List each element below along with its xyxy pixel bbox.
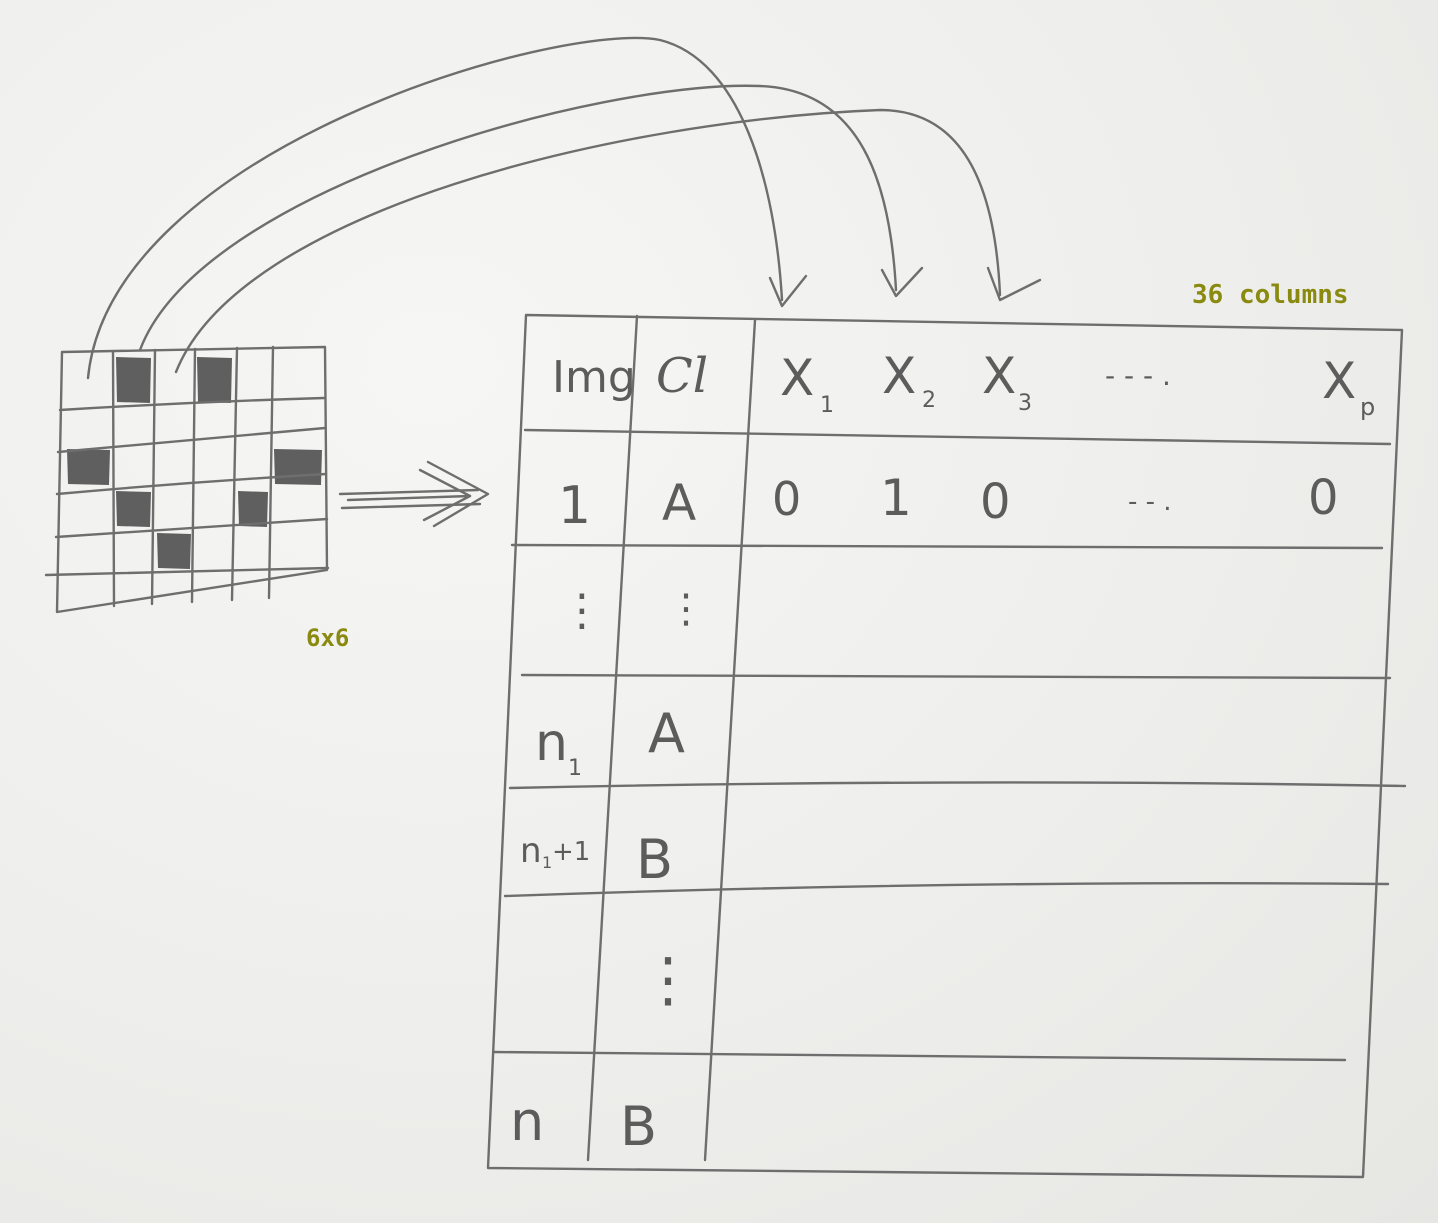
- row-last-class: B: [620, 1095, 657, 1158]
- header-x2-subscript: 2: [922, 388, 936, 413]
- header-x1-subscript: 1: [820, 393, 834, 418]
- header-x2: X: [882, 347, 916, 405]
- table-row-n1: n 1 A: [535, 702, 685, 781]
- grid-hline: [55, 472, 328, 496]
- grid-vline: [190, 347, 197, 604]
- row-first-x1: 0: [772, 472, 801, 526]
- row-last-img: n: [510, 1090, 544, 1153]
- mapping-arrows: [86, 36, 1042, 380]
- grid-hline: [54, 517, 329, 539]
- table-row-separator: [523, 428, 1392, 446]
- pixel-grid: [44, 345, 330, 614]
- row-n1-img: n: [535, 713, 568, 773]
- table-col-separator: [703, 318, 757, 1162]
- table-col-separator: [586, 314, 639, 1162]
- table-row-dots: ⋮ ⋮: [560, 585, 706, 636]
- header-xp: X: [1322, 352, 1356, 410]
- grid-vline: [267, 345, 275, 600]
- row-n1-img-subscript: 1: [568, 756, 582, 781]
- header-xp-subscript: p: [1360, 393, 1375, 421]
- table-outline: [486, 313, 1404, 1179]
- grid-size-label: 6x6: [306, 624, 349, 652]
- double-arrow-head: [418, 460, 490, 528]
- row-dots2-class: ⋮: [638, 945, 698, 1015]
- grid-vline: [150, 348, 157, 606]
- row-n1-class: A: [648, 702, 685, 765]
- grid-shaded-cell: [197, 357, 232, 403]
- grid-shaded-cell: [274, 449, 322, 485]
- row-dots-class: ⋮: [666, 586, 706, 632]
- row-first-x2: 1: [880, 469, 912, 527]
- header-x1: X: [780, 349, 814, 407]
- row-n1p1-img: n: [520, 831, 542, 871]
- table-row-separator: [510, 543, 1384, 550]
- grid-shaded-cell: [67, 449, 110, 485]
- table-row-separator: [508, 781, 1407, 790]
- grid-shaded-cell: [116, 491, 151, 527]
- header-ellipsis: - - - .: [1105, 359, 1171, 392]
- data-table: [486, 313, 1407, 1179]
- table-header-row: Img Cl X 1 X 2 X 3 - - - . X p: [552, 347, 1375, 421]
- row-first-class: A: [662, 474, 696, 532]
- grid-hline: [44, 566, 330, 577]
- arrow-to-x2: [138, 84, 898, 352]
- arrow-head-x2: [880, 266, 924, 298]
- row-first-img: 1: [558, 476, 591, 536]
- table-row-last: n B: [510, 1090, 657, 1158]
- row-first-x3: 0: [980, 474, 1011, 530]
- double-arrow-shaft: [338, 488, 482, 510]
- row-dots-img: ⋮: [560, 585, 604, 636]
- grid-hline: [58, 396, 326, 412]
- row-n1p1-class: B: [636, 828, 673, 891]
- row-n1p1-img-suffix: +1: [552, 837, 590, 867]
- grid-shaded-cell: [157, 533, 191, 569]
- table-row-first: 1 A 0 1 0 - - . 0: [558, 469, 1339, 536]
- table-row-n1-plus-1: n 1 +1 B: [520, 828, 673, 891]
- grid-vline: [111, 350, 116, 608]
- table-row-separator: [520, 673, 1392, 680]
- grid-shaded-cell: [116, 357, 151, 403]
- arrow-to-x1: [86, 36, 784, 380]
- row-first-xp: 0: [1308, 470, 1339, 526]
- grid-shaded-cell: [238, 491, 268, 527]
- row-n1p1-img-subscript: 1: [542, 853, 552, 872]
- header-x3: X: [982, 347, 1016, 405]
- arrow-to-x3: [174, 108, 1002, 374]
- row-first-ellipsis: - - .: [1128, 487, 1172, 517]
- arrow-head-x3: [986, 266, 1042, 302]
- transform-arrow: [338, 460, 490, 528]
- arrow-head-x1: [768, 274, 808, 308]
- table-row-separator: [492, 1050, 1347, 1062]
- table-row-separator: [503, 882, 1390, 898]
- header-x3-subscript: 3: [1018, 391, 1032, 416]
- header-img: Img: [552, 352, 636, 403]
- table-row-dots-2: ⋮: [638, 945, 698, 1015]
- grid-hline: [56, 426, 327, 454]
- column-count-label: 36 columns: [1192, 280, 1349, 310]
- grid-vline: [230, 346, 239, 602]
- header-class: Cl: [656, 348, 708, 404]
